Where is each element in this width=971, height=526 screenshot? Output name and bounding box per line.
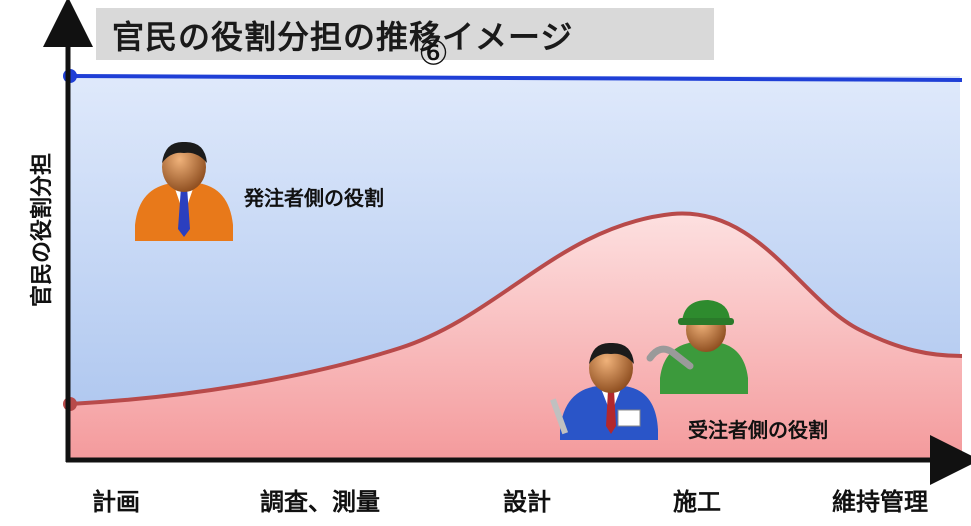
y-axis-label: 官民の役割分担 xyxy=(30,152,55,308)
phase-label-survey: 調査、測量 xyxy=(260,488,380,516)
contractor-role-area xyxy=(70,213,962,460)
phase-label-construction: 施工 xyxy=(673,488,721,516)
phase-label-planning: 計画 xyxy=(92,488,140,516)
client-person-icon xyxy=(135,141,233,241)
phase-label-maintenance: 維持管理 xyxy=(832,488,928,516)
client-role-label: 発注者側の役割 xyxy=(244,186,384,210)
engineer-person-icon xyxy=(550,342,658,440)
step-marker-6: ⑥ xyxy=(418,34,448,74)
worker-person-icon xyxy=(646,300,748,394)
contractor-role-label: 受注者側の役割 xyxy=(688,418,828,442)
page-title: 官民の役割分担の推移イメージ xyxy=(112,18,574,56)
upper-boundary-line xyxy=(69,74,963,82)
role-share-curve xyxy=(69,211,963,406)
phase-label-design: 設計 xyxy=(503,488,551,516)
title-box xyxy=(96,8,714,60)
